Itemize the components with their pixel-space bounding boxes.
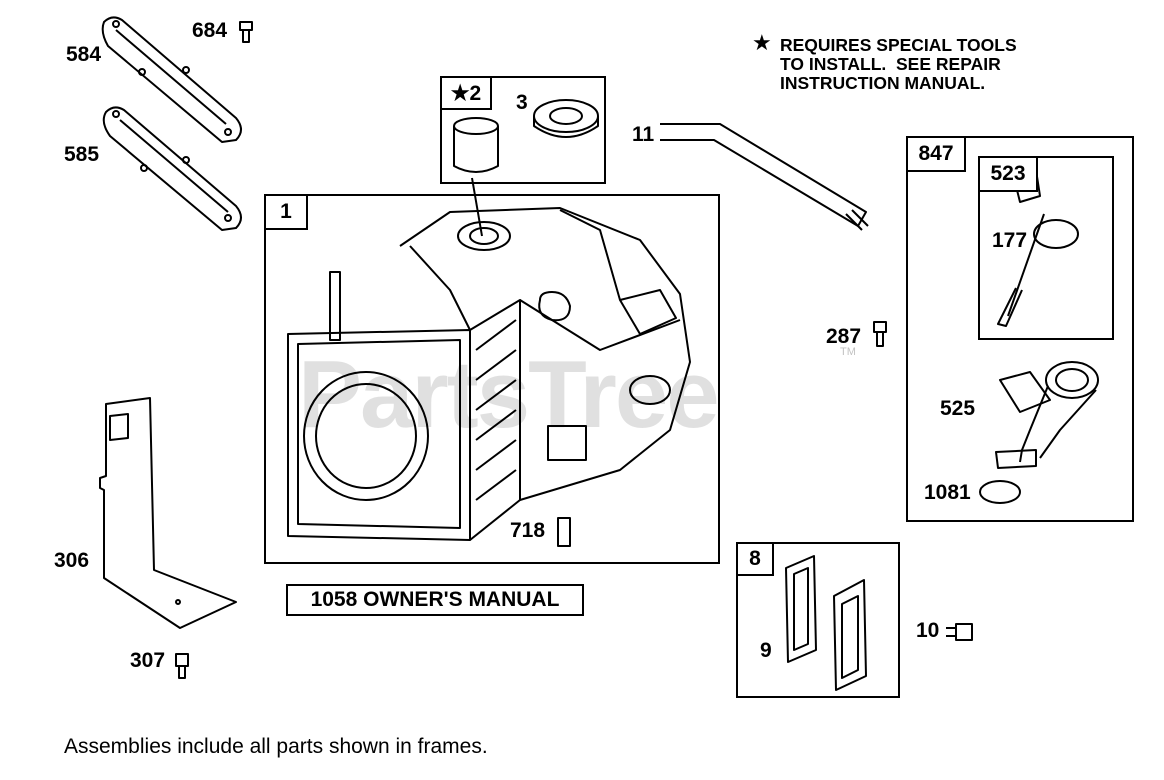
cover-drawing (833, 579, 867, 691)
frame-label-1: 1 (264, 194, 308, 230)
part-label-684: 684 (192, 19, 228, 42)
frame-bushing (440, 76, 606, 184)
assemblies-footnote: Assemblies include all parts shown in fr… (64, 735, 488, 758)
screw-684-drawing (239, 21, 253, 43)
bracket-306-drawing (99, 397, 237, 629)
screw-307-drawing (175, 653, 189, 679)
owners-manual-label: 1058 OWNER'S MANUAL (286, 584, 584, 616)
screw-287-drawing (873, 321, 887, 347)
frame-dipstick (978, 156, 1114, 340)
frame-label-523: 523 (978, 156, 1038, 192)
part-label-287: 287 (826, 325, 862, 348)
gasket-9-drawing (785, 555, 817, 663)
bushing-drawing (453, 117, 499, 173)
part-label-718: 718 (510, 519, 546, 542)
part-label-1081: 1081 (924, 481, 971, 504)
frame-dipstick-tube (906, 136, 1134, 522)
gasket-584-drawing (101, 16, 242, 143)
frame-label-2: ★2 (440, 76, 492, 110)
frame-gasket-set (736, 542, 900, 698)
screw-10-drawing (946, 623, 973, 641)
dipstick-tube-drawing (995, 361, 1099, 469)
cylinder-block-drawing (287, 207, 691, 541)
part-label-177: 177 (992, 229, 1028, 252)
part-label-585: 585 (64, 143, 100, 166)
bushing-leader-line (471, 177, 483, 237)
frame-label-847: 847 (906, 136, 966, 172)
part-label-10: 10 (916, 619, 940, 642)
frame-cylinder (264, 194, 720, 564)
pin-718-drawing (557, 517, 571, 547)
part-label-9: 9 (760, 639, 772, 662)
frame-label-8: 8 (736, 542, 774, 576)
gasket-585-drawing (102, 106, 242, 231)
trademark-mark: TM (840, 346, 856, 358)
tube-11-drawing (660, 123, 869, 231)
star-icon: ★ (752, 30, 772, 55)
part-label-584: 584 (66, 43, 102, 66)
part-label-11: 11 (632, 123, 655, 146)
seal-drawing (533, 99, 599, 138)
oring-1081-drawing (979, 480, 1021, 504)
part-label-306: 306 (54, 549, 90, 572)
part-label-525: 525 (940, 397, 976, 420)
watermark: PartsTree (298, 341, 720, 448)
special-tools-note: REQUIRES SPECIAL TOOLS TO INSTALL. SEE R… (780, 35, 1017, 93)
part-label-307: 307 (130, 649, 166, 672)
part-label-3: 3 (516, 91, 528, 114)
